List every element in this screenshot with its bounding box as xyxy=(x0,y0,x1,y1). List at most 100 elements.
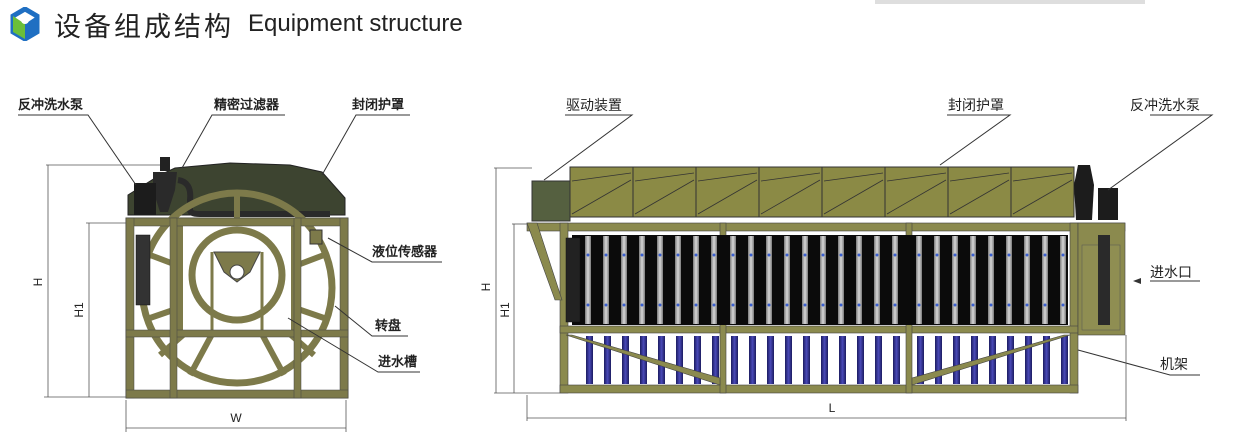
label-side-turntable: 转盘 xyxy=(375,318,401,334)
disc-marker xyxy=(749,253,753,257)
blue-filter-tube xyxy=(658,336,665,384)
filter-disc xyxy=(916,236,922,324)
disc-marker xyxy=(917,303,921,307)
disc-marker xyxy=(821,253,825,257)
filter-disc xyxy=(892,236,898,324)
filter-disc xyxy=(856,236,862,324)
filter-disc xyxy=(784,236,790,324)
blue-filter-tube xyxy=(971,336,978,384)
page-title-cn: 设备组成结构 xyxy=(54,11,234,43)
disc-marker xyxy=(857,303,861,307)
filter-disc xyxy=(952,236,958,324)
blue-filter-tube xyxy=(622,336,629,384)
front-backwash-pump xyxy=(1074,165,1118,220)
cover-top-brace xyxy=(760,172,821,182)
blue-filter-tube xyxy=(749,336,756,384)
cover-brace xyxy=(760,179,821,215)
disc-marker xyxy=(767,253,771,257)
disc-marker xyxy=(1007,253,1011,257)
filter-disc xyxy=(1060,236,1066,324)
filter-disc xyxy=(970,236,976,324)
cover-top-brace xyxy=(949,172,1010,182)
disc-marker xyxy=(857,253,861,257)
disc-marker xyxy=(971,303,975,307)
cover-brace xyxy=(1012,179,1073,215)
disc-marker xyxy=(1061,253,1065,257)
hexagon-logo-icon xyxy=(10,7,40,41)
disc-marker xyxy=(676,253,680,257)
disc-marker xyxy=(586,253,590,257)
label-front-water-inlet: 进水口 xyxy=(1150,265,1192,281)
cover-top-brace xyxy=(571,172,632,182)
filter-disc xyxy=(675,236,681,324)
cover-brace xyxy=(697,179,758,215)
disc-marker xyxy=(712,303,716,307)
disc-marker xyxy=(989,303,993,307)
filter-disc xyxy=(802,236,808,324)
disc-marker xyxy=(676,303,680,307)
side-pipe xyxy=(177,177,330,217)
blue-filter-tube xyxy=(1061,336,1068,384)
disc-marker xyxy=(803,253,807,257)
disc-marker xyxy=(604,303,608,307)
filter-disc xyxy=(1024,236,1030,324)
blue-filter-tube xyxy=(694,336,701,384)
disc-marker xyxy=(731,253,735,257)
disc-marker xyxy=(712,253,716,257)
blue-filter-tube xyxy=(821,336,828,384)
disc-marker xyxy=(1043,303,1047,307)
blue-filter-tube xyxy=(767,336,774,384)
cover-top-brace xyxy=(697,172,758,182)
blue-filter-tube xyxy=(857,336,864,384)
disc-marker xyxy=(839,303,843,307)
disc-marker xyxy=(622,253,626,257)
disc-marker xyxy=(821,303,825,307)
blue-filter-tube xyxy=(586,336,593,384)
blue-filter-tube xyxy=(953,336,960,384)
blue-filter-tube xyxy=(1025,336,1032,384)
page-title-en: Equipment structure xyxy=(248,10,463,37)
filter-disc xyxy=(934,236,940,324)
side-precision-filter xyxy=(153,157,177,212)
disc-marker xyxy=(658,253,662,257)
dim-side-h1: H1 xyxy=(72,302,86,318)
blue-filter-tube xyxy=(731,336,738,384)
dim-side-w: W xyxy=(230,411,242,425)
label-front-sealed-cover: 封闭护罩 xyxy=(948,98,1004,114)
blue-filter-tube xyxy=(712,336,719,384)
disc-marker xyxy=(1025,253,1029,257)
filter-disc xyxy=(603,236,609,324)
cover-top-brace xyxy=(1012,172,1073,182)
disc-marker xyxy=(604,253,608,257)
filter-disc xyxy=(639,236,645,324)
front-drive-unit xyxy=(531,180,571,222)
front-view: 驱动装置 封闭护罩 反冲洗水泵 进水口 机架 H H1 L xyxy=(479,98,1214,421)
disc-marker xyxy=(935,303,939,307)
disc-marker xyxy=(989,253,993,257)
label-front-drive-unit: 驱动装置 xyxy=(566,98,622,114)
disc-marker xyxy=(917,253,921,257)
disc-marker xyxy=(893,303,897,307)
disc-marker xyxy=(767,303,771,307)
label-side-level-sensor: 液位传感器 xyxy=(372,244,438,260)
side-backwash-pump xyxy=(134,183,156,215)
dim-front-h: H xyxy=(479,283,493,292)
dim-front-h1: H1 xyxy=(498,302,512,318)
cover-brace xyxy=(949,179,1010,215)
side-level-sensor xyxy=(309,229,323,245)
disc-marker xyxy=(785,253,789,257)
blue-filter-tube xyxy=(935,336,942,384)
disc-marker xyxy=(953,253,957,257)
label-side-precision-filter: 精密过滤器 xyxy=(214,97,280,113)
cover-top-brace xyxy=(634,172,695,182)
disc-marker xyxy=(586,303,590,307)
label-front-backwash-pump: 反冲洗水泵 xyxy=(1130,98,1200,114)
disc-marker xyxy=(803,303,807,307)
dim-front-l: L xyxy=(829,401,836,415)
blue-filter-tube xyxy=(785,336,792,384)
cover-brace xyxy=(571,179,632,215)
cover-brace xyxy=(823,179,884,215)
label-front-frame: 机架 xyxy=(1160,357,1188,373)
blue-filter-tube xyxy=(875,336,882,384)
